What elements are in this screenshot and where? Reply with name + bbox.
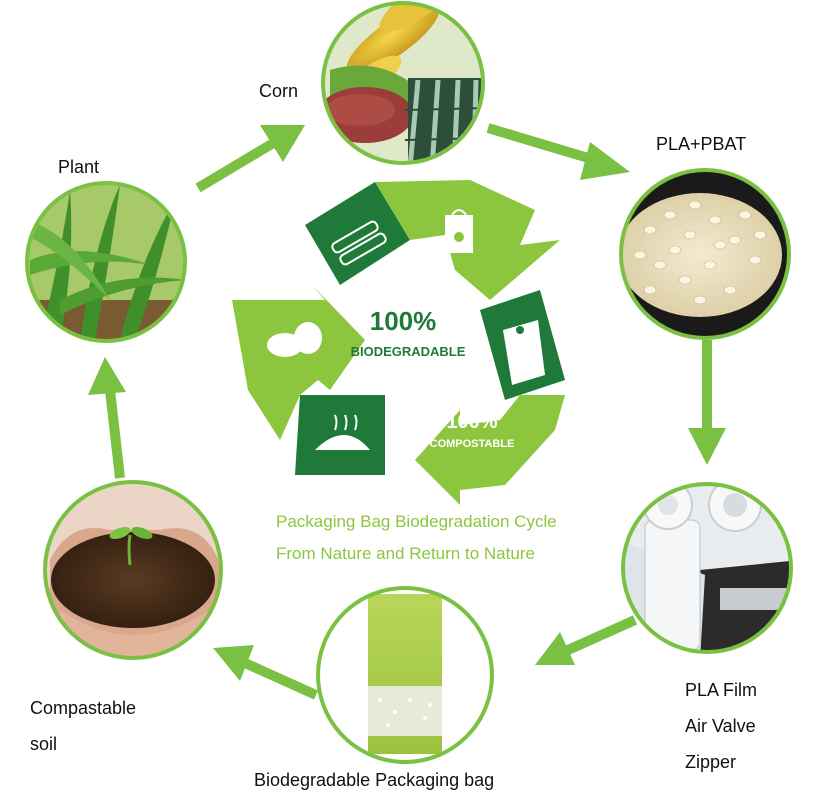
- bag-roll-icon: [331, 220, 387, 266]
- plant-ring: [25, 181, 187, 343]
- arrow-plant-to-corn: [195, 125, 305, 193]
- corn-image: [323, 3, 483, 163]
- arrow-pla-to-film: [688, 340, 726, 465]
- label-air-valve: Air Valve: [685, 716, 756, 736]
- label-film-group: PLA Film Air Valve Zipper: [685, 672, 757, 780]
- label-soil-group: Compastable soil: [30, 690, 136, 762]
- bag-ring: [316, 586, 494, 764]
- corn-ring: [321, 1, 485, 165]
- pla-pbat-pellets-image: [621, 193, 782, 317]
- arrow-soil-to-plant: [88, 357, 126, 479]
- arrow-corn-to-pla: [486, 123, 630, 180]
- bag-icon-right: [503, 320, 545, 385]
- label-corn: Corn: [259, 81, 299, 101]
- arrow-bag-to-soil: [213, 645, 319, 700]
- label-compastable: Compastable: [30, 698, 137, 718]
- label-packaging-bag: Biodegradable Packaging bag: [254, 770, 495, 790]
- biodegradable-percent: 100%: [370, 306, 437, 336]
- label-soil: soil: [30, 734, 58, 754]
- recycle-symbol: 100% BIODEGRADABLE 100% COMPOSTABLE: [232, 180, 565, 505]
- biodegradable-label: BIODEGRADABLE: [351, 344, 466, 359]
- compostable-percent: 100%: [446, 411, 497, 433]
- caption-line-2: From Nature and Return to Nature: [276, 544, 535, 563]
- pellets-icon: [267, 322, 322, 357]
- recycle-arrow-left: [232, 285, 365, 440]
- film-ring: [621, 482, 793, 654]
- label-pla-film: PLA Film: [685, 680, 758, 700]
- pla-pbat-ring: [619, 168, 791, 340]
- shopping-bag-icon: [445, 209, 473, 253]
- film-valve-zipper-image: [623, 484, 791, 652]
- compost-powder-icon: [315, 414, 370, 450]
- label-zipper: Zipper: [685, 752, 737, 772]
- compostable-label: COMPOSTABLE: [430, 438, 515, 450]
- soil-sprout-image: [45, 482, 221, 658]
- label-pla-pbat: PLA+PBAT: [656, 134, 747, 154]
- recycle-panel-top: [305, 182, 410, 285]
- packaging-bag-image: [318, 588, 492, 762]
- soil-ring: [43, 480, 223, 660]
- arrow-film-to-bag: [535, 615, 638, 665]
- label-plant: Plant: [58, 157, 100, 177]
- recycle-panel-bottom: [295, 395, 385, 475]
- caption-line-1: Packaging Bag Biodegradation Cycle: [276, 512, 557, 531]
- recycle-arrow-bottom: [415, 395, 565, 505]
